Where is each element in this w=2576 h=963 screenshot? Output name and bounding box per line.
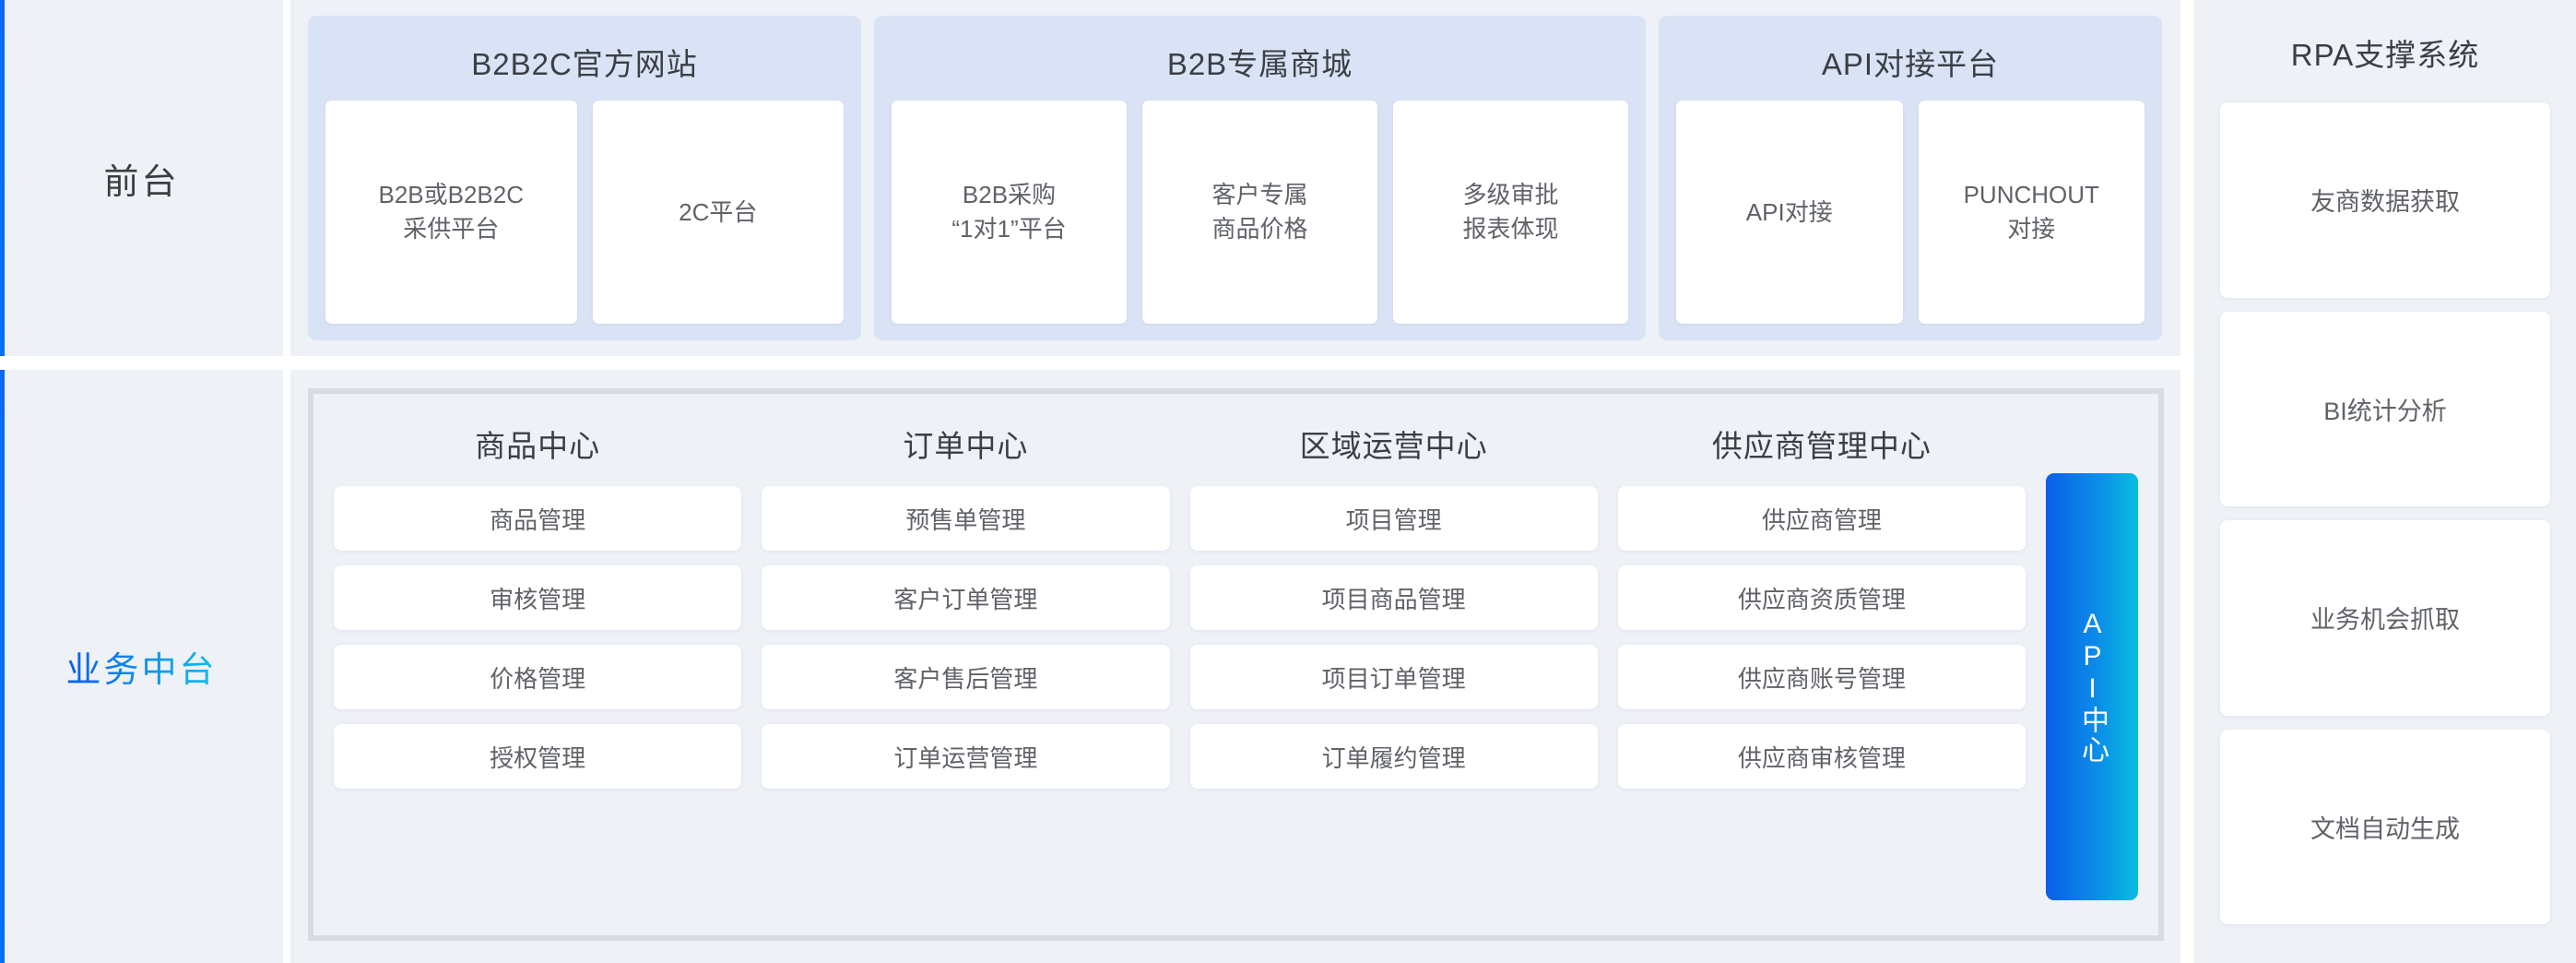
stage-label-middle-text: 业务中台 — [65, 641, 217, 692]
front-stage-row: 前台 B2B2C官方网站 B2B或B2B2C 采供平台 2C平台 — [0, 0, 2180, 356]
card-supplier-management[interactable]: 供应商管理 — [1617, 486, 2026, 551]
panel-api-integration-platform-cards: API对接 PUNCHOUT 对接 — [1659, 101, 2162, 324]
card-document-auto-generation[interactable]: 文档自动生成 — [2220, 729, 2550, 924]
card-line-1: API对接 — [1745, 197, 1833, 226]
card-supplier-account-management[interactable]: 供应商账号管理 — [1617, 645, 2026, 709]
api-center-label: API中心 — [2077, 609, 2108, 765]
card-price-management[interactable]: 价格管理 — [334, 645, 742, 709]
card-api-integration[interactable]: API对接 — [1676, 101, 1903, 324]
card-b2b-or-b2b2c-platform[interactable]: B2B或B2B2C 采供平台 — [325, 101, 577, 324]
rpa-support-system-column: RPA支撑系统 友商数据获取 BI统计分析 业务机会抓取 文档自动生成 — [2194, 0, 2576, 963]
column-regional-operation-center: 区域运营中心 项目管理 项目商品管理 项目订单管理 订单履约管理 — [1189, 407, 1598, 789]
card-bi-statistical-analysis[interactable]: BI统计分析 — [2220, 311, 2550, 506]
stage-label-middle: 业务中台 — [0, 370, 283, 963]
column-product-center-title: 商品中心 — [475, 429, 601, 463]
column-order-center-title: 订单中心 — [903, 429, 1029, 463]
card-line-2: 采供平台 — [403, 215, 500, 243]
card-line-2: 报表体现 — [1462, 215, 1559, 243]
card-order-fulfillment-management[interactable]: 订单履约管理 — [1189, 724, 1598, 789]
panel-api-integration-platform[interactable]: API对接平台 API对接 PUNCHOUT 对接 — [1659, 16, 2162, 340]
panel-b2b2c-website-cards: B2B或B2B2C 采供平台 2C平台 — [308, 101, 861, 324]
card-line-1: B2B采购 — [962, 181, 1057, 209]
panel-b2b-exclusive-mall-cards: B2B采购 “1对1”平台 客户专属 商品价格 多级审批 报表体现 — [874, 101, 1646, 324]
card-customer-aftersales-management[interactable]: 客户售后管理 — [762, 645, 1170, 709]
card-customer-order-management[interactable]: 客户订单管理 — [762, 565, 1170, 630]
middle-stage-row: 业务中台 商品中心 商品管理 审核管理 价格管理 授权管理 订单中心 预售单管理… — [0, 370, 2180, 963]
column-regional-operation-center-title: 区域运营中心 — [1299, 429, 1488, 463]
stage-label-front: 前台 — [0, 0, 283, 356]
panel-b2b-exclusive-mall-title: B2B专属商城 — [1166, 47, 1353, 81]
card-supplier-qualification-management[interactable]: 供应商资质管理 — [1617, 565, 2026, 630]
card-supplier-audit-management[interactable]: 供应商审核管理 — [1617, 724, 2026, 789]
rpa-support-system-title: RPA支撑系统 — [2290, 38, 2480, 72]
middle-stage-frame: 商品中心 商品管理 审核管理 价格管理 授权管理 订单中心 预售单管理 客户订单… — [308, 388, 2164, 941]
stage-gap-middle — [283, 370, 290, 963]
card-presale-order-management[interactable]: 预售单管理 — [762, 486, 1170, 551]
card-line-2: 商品价格 — [1211, 215, 1308, 243]
front-stage-panels: B2B2C官方网站 B2B或B2B2C 采供平台 2C平台 B2B专属商城 — [290, 0, 2180, 356]
card-line-1: B2B或B2B2C — [378, 181, 525, 209]
card-line-1: 多级审批 — [1462, 181, 1559, 209]
card-line-1: 2C平台 — [679, 197, 758, 226]
card-product-management[interactable]: 商品管理 — [334, 486, 742, 551]
card-multilevel-approval-report[interactable]: 多级审批 报表体现 — [1393, 101, 1628, 324]
card-project-management[interactable]: 项目管理 — [1189, 486, 1598, 551]
card-authorization-management[interactable]: 授权管理 — [334, 724, 742, 789]
card-line-1: 客户专属 — [1211, 181, 1308, 209]
column-supplier-management-center: 供应商管理中心 供应商管理 供应商资质管理 供应商账号管理 供应商审核管理 — [1617, 407, 2026, 789]
middle-stage-body: 商品中心 商品管理 审核管理 价格管理 授权管理 订单中心 预售单管理 客户订单… — [290, 370, 2180, 963]
card-2c-platform[interactable]: 2C平台 — [592, 101, 844, 324]
card-line-2: “1对1”平台 — [951, 215, 1067, 243]
card-line-1: PUNCHOUT — [1963, 181, 2099, 209]
card-line-2: 对接 — [2007, 215, 2056, 243]
card-punchout-integration[interactable]: PUNCHOUT 对接 — [1918, 101, 2145, 324]
column-order-center: 订单中心 预售单管理 客户订单管理 客户售后管理 订单运营管理 — [762, 407, 1170, 789]
card-order-operation-management[interactable]: 订单运营管理 — [762, 724, 1170, 789]
panel-b2b-exclusive-mall[interactable]: B2B专属商城 B2B采购 “1对1”平台 客户专属 商品价格 — [874, 16, 1646, 340]
card-b2b-procurement-one-to-one[interactable]: B2B采购 “1对1”平台 — [892, 101, 1127, 324]
card-project-product-management[interactable]: 项目商品管理 — [1189, 565, 1598, 630]
panel-api-integration-platform-title: API对接平台 — [1821, 47, 2000, 81]
stage-label-front-text: 前台 — [103, 162, 180, 202]
panel-b2b2c-website[interactable]: B2B2C官方网站 B2B或B2B2C 采供平台 2C平台 — [308, 16, 861, 340]
card-competitor-data-collection[interactable]: 友商数据获取 — [2220, 102, 2550, 298]
api-center-block[interactable]: API中心 — [2046, 473, 2138, 900]
panel-b2b2c-website-title: B2B2C官方网站 — [471, 47, 698, 81]
column-product-center: 商品中心 商品管理 审核管理 价格管理 授权管理 — [334, 407, 742, 789]
card-audit-management[interactable]: 审核管理 — [334, 565, 742, 630]
stage-gap-front — [283, 0, 290, 356]
card-customer-exclusive-price[interactable]: 客户专属 商品价格 — [1142, 101, 1377, 324]
column-supplier-management-center-title: 供应商管理中心 — [1711, 429, 1932, 463]
card-project-order-management[interactable]: 项目订单管理 — [1189, 645, 1598, 709]
card-business-opportunity-capture[interactable]: 业务机会抓取 — [2220, 520, 2550, 716]
